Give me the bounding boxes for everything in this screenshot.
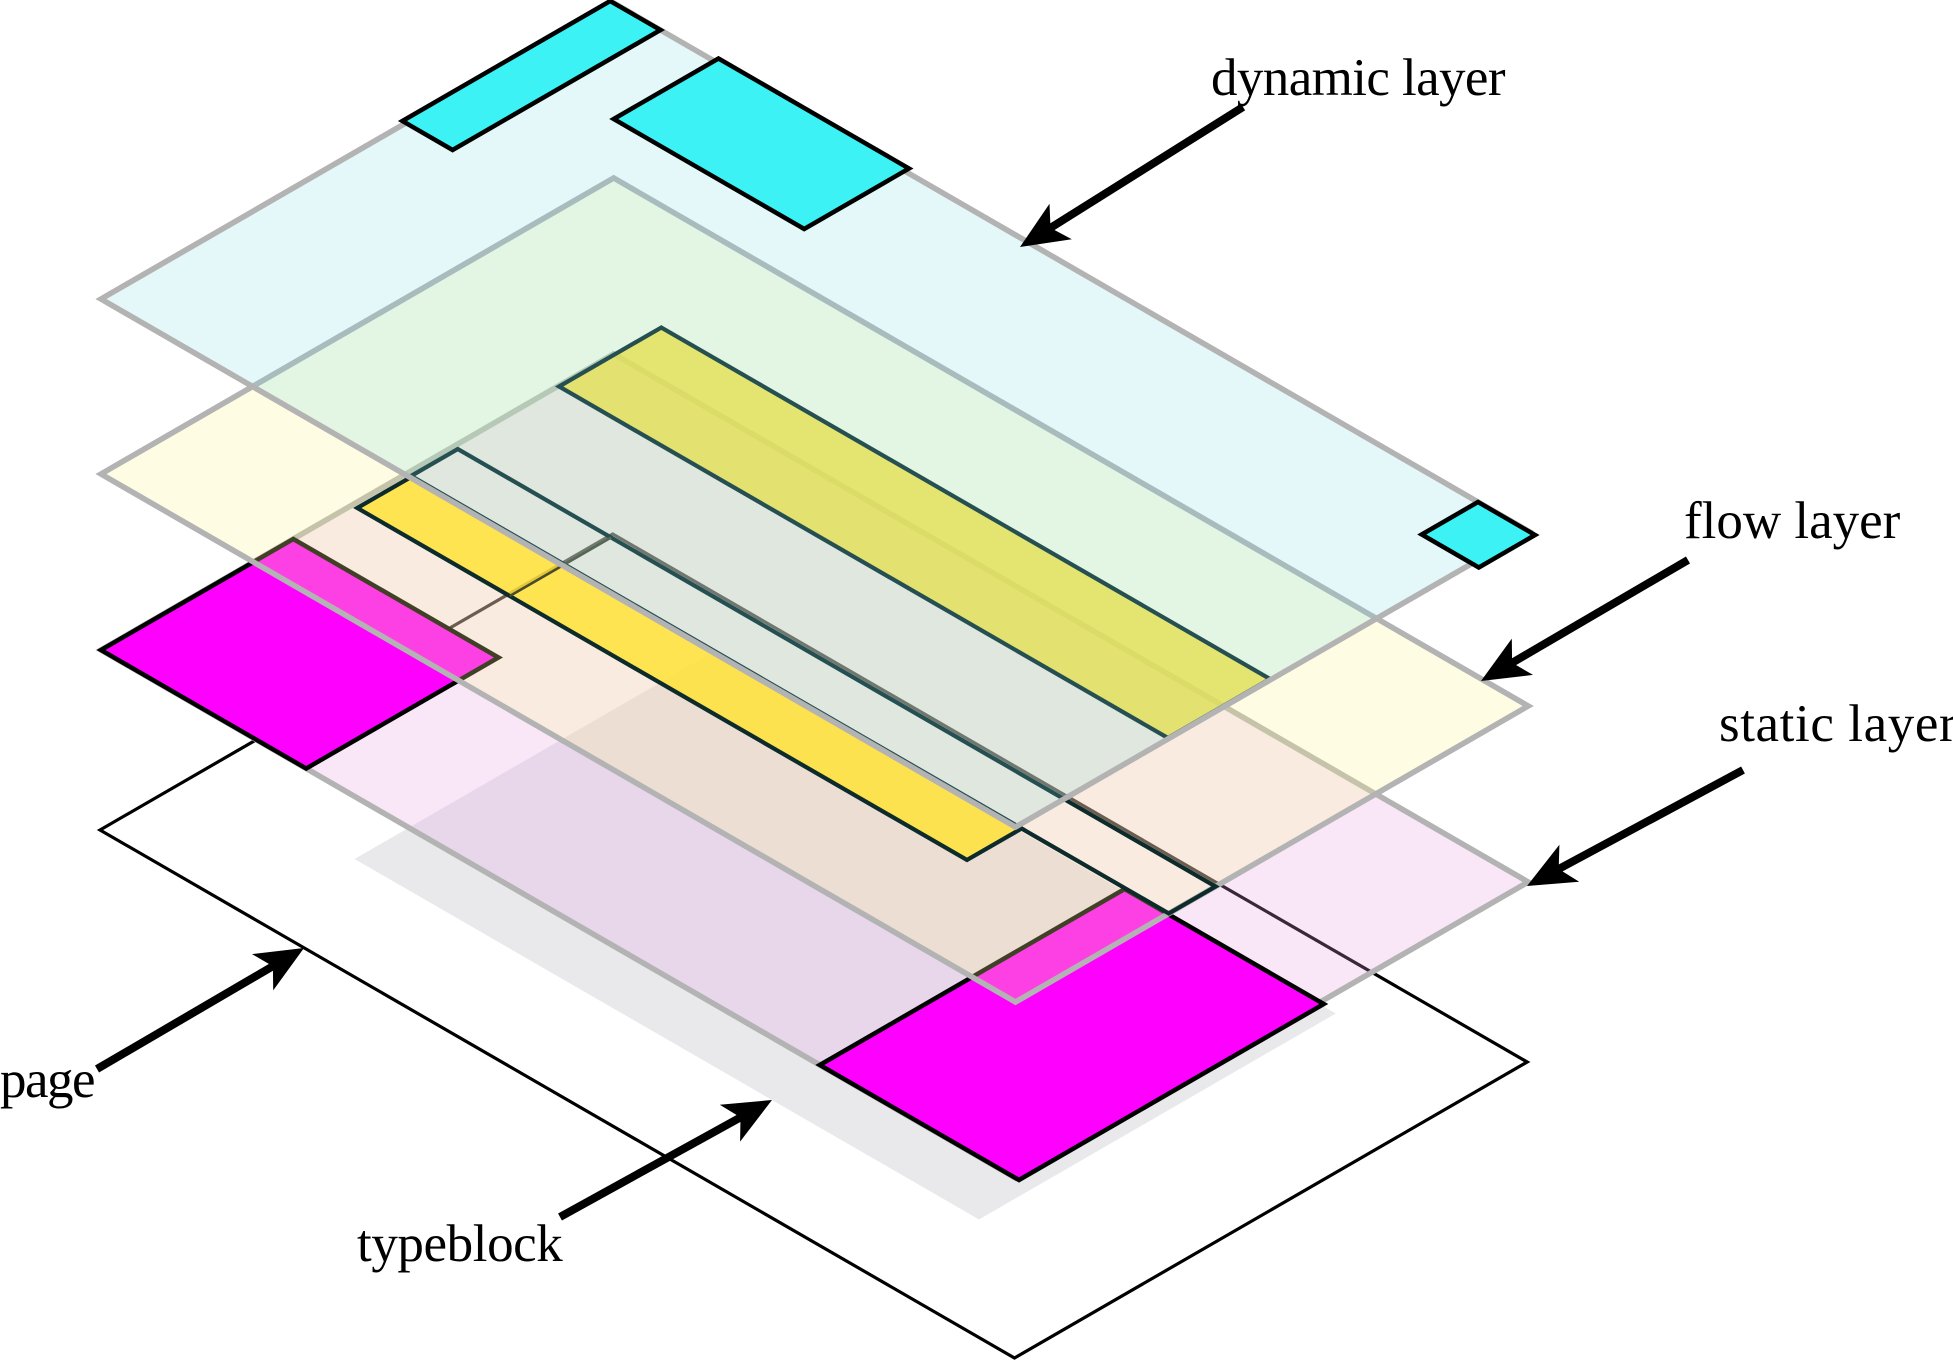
svg-text:dynamic layer: dynamic layer bbox=[1211, 49, 1506, 107]
svg-text:page: page bbox=[0, 1051, 94, 1109]
svg-text:flow layer: flow layer bbox=[1684, 492, 1901, 550]
svg-text:static layer: static layer bbox=[1719, 695, 1953, 753]
svg-text:typeblock: typeblock bbox=[357, 1215, 563, 1273]
